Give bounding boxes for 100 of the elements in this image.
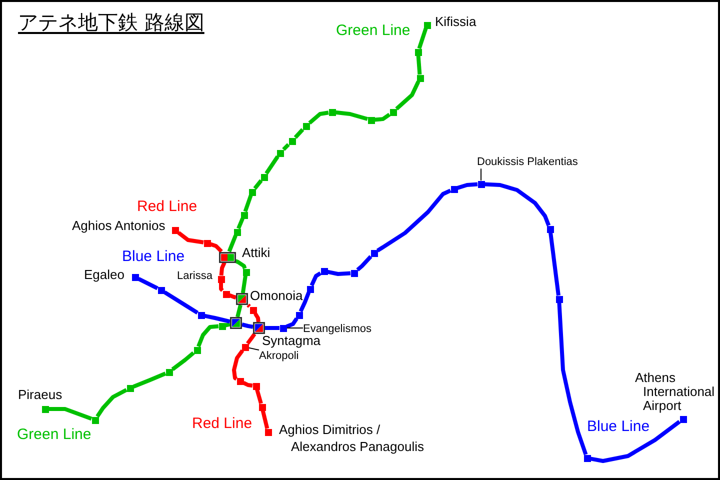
metro-line [246,332,256,345]
metro-line [48,407,92,421]
metro-line [246,304,251,308]
metro-line [376,188,452,252]
line-name-label: Blue Line [122,248,185,266]
map-title: アテネ地下鉄 路線図 [18,9,204,35]
metro-line [260,410,270,429]
station-marker [328,108,336,116]
metro-line [548,232,560,296]
metro-line [228,293,236,300]
station-marker [306,286,314,292]
station-marker [264,428,272,436]
station-marker [276,150,284,156]
metro-line [557,302,588,456]
station-marker [680,416,686,422]
station-label: Egaleo [84,268,124,283]
metro-line [308,110,329,125]
metro-line [204,314,230,324]
station-marker [126,384,134,392]
station-marker [194,346,200,354]
metro-line [265,326,280,330]
station-label: Omonoia [250,289,303,304]
station-marker [258,404,266,410]
station-marker [204,240,210,246]
station-marker [368,116,374,124]
metro-line [286,317,298,328]
metro-line [255,388,263,404]
metro-line [234,259,247,270]
metro-line [282,143,290,151]
station-marker [584,454,590,462]
station-label: Athens International Airport [635,371,716,413]
station-marker [280,324,286,332]
leader-line [248,347,260,350]
metro-line [232,349,244,381]
station-marker [260,174,268,180]
metro-line [227,234,238,252]
station-marker [242,344,248,350]
station-marker [546,226,554,232]
metro-line [590,420,681,463]
station-marker [222,290,230,298]
station-marker [296,312,302,318]
metro-line [264,155,280,175]
station-marker [242,268,250,276]
metro-line [242,322,254,329]
metro-line [416,55,422,75]
station-marker [302,122,310,130]
metro-line [210,242,223,253]
station-marker [248,188,256,196]
metro-line [310,272,322,286]
station-marker [288,138,296,144]
metro-line [327,270,351,276]
metro-line [374,112,391,122]
station-marker [252,382,260,390]
metro-line [163,290,199,314]
line-name-label: Blue Line [587,418,650,436]
station-marker [42,406,48,412]
metro-line [356,255,372,272]
station-marker [350,270,358,276]
station-marker [166,368,172,376]
metro-line [254,312,260,322]
metro-line [240,275,248,294]
station-marker [234,228,240,236]
metro-line [177,231,204,244]
metro-line [294,128,304,139]
interchange-marker [236,293,248,305]
metro-line [171,351,195,371]
line-name-label: Green Line [336,22,410,40]
station-marker [172,226,178,234]
station-marker [370,250,378,256]
station-marker [478,180,484,188]
station-label: Aghios Antonios [72,219,166,234]
station-label: Larissa [177,270,212,283]
metro-line [335,110,368,121]
metro-line [298,292,311,312]
station-label: Akropoli [259,350,299,363]
metro-line [456,182,478,190]
station-marker [250,306,256,314]
station-marker [132,274,138,280]
metro-line [395,80,420,110]
metro-line [196,324,219,348]
station-marker [218,322,226,330]
station-label: Evangelismos [303,323,372,336]
line-name-label: Red Line [192,415,252,432]
metro-line [484,182,551,226]
leader-line [480,168,482,181]
station-marker [158,286,164,294]
station-marker [198,312,204,318]
metro-line [253,179,263,190]
station-label: Syntagma [262,334,321,349]
station-label: Attiki [242,246,270,261]
metro-line [219,282,224,292]
station-marker [556,296,562,302]
metro-line [236,304,242,318]
metro-line [236,218,244,230]
metro-line [243,194,253,212]
line-name-label: Red Line [137,198,198,216]
station-label: Aghios Dimitrios / Alexandros Panagoulis [279,421,425,455]
metro-line [96,388,128,418]
interchange-marker [253,322,265,334]
interchange-marker [230,317,242,329]
